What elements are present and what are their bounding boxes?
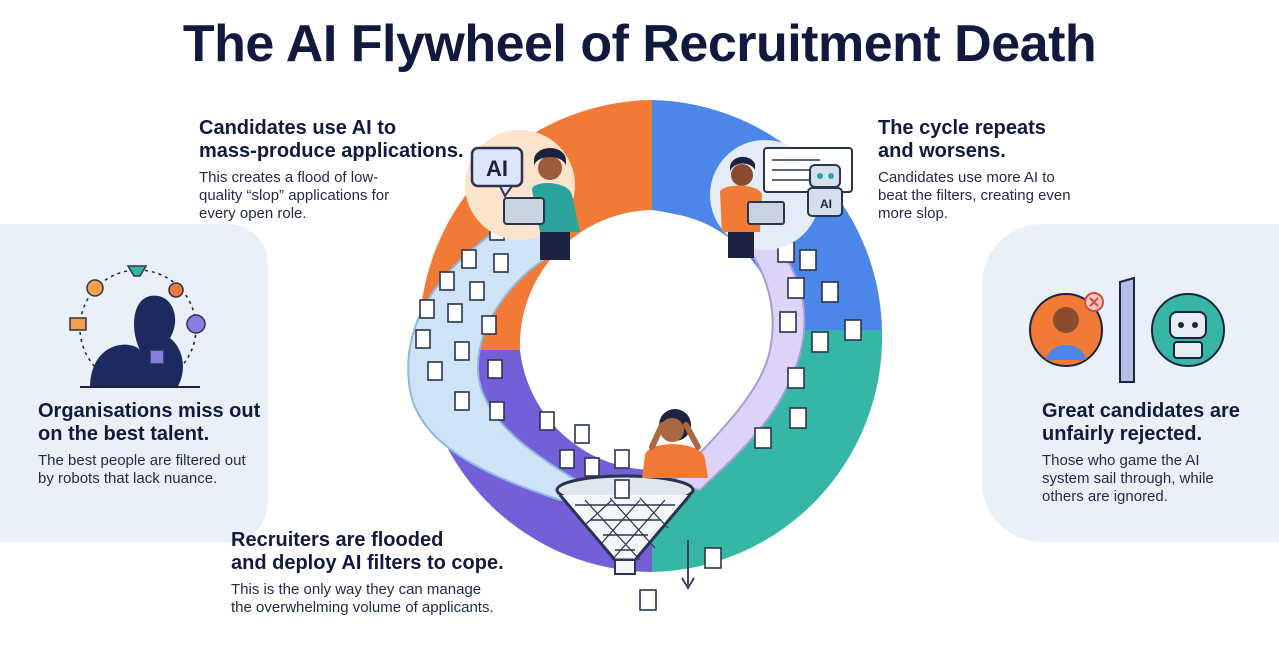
funnel-icon [555,474,695,575]
ring-segment-teal [652,330,883,572]
pencil-icon [69,317,87,331]
step-body: This creates a flood of low-quality “slo… [199,169,390,222]
thinking-person-icon [90,295,183,386]
funnel-mini-icon [126,265,148,277]
stressed-recruiter-icon [642,409,708,478]
candidate-woman-icon [1046,307,1086,360]
person-typing-icon [720,156,785,258]
person-with-laptop-icon [503,148,580,260]
robot-icon [807,164,843,217]
ai-bubble-label: AI [486,156,508,181]
ai-robot-head-icon [1169,311,1207,359]
barrier-wall [1119,276,1135,383]
page-title: The AI Flywheel of Recruitment Death [182,15,1097,73]
idea-bulb-icon [86,279,104,297]
robot-ai-label: AI [820,197,832,211]
ai-speech-bubble [470,146,524,198]
candidate-card-icons [639,241,862,611]
gear-icon [168,282,184,298]
head-silhouette-icon [186,314,206,334]
downward-arrow [681,540,695,590]
chart-mini-icon [149,349,165,365]
